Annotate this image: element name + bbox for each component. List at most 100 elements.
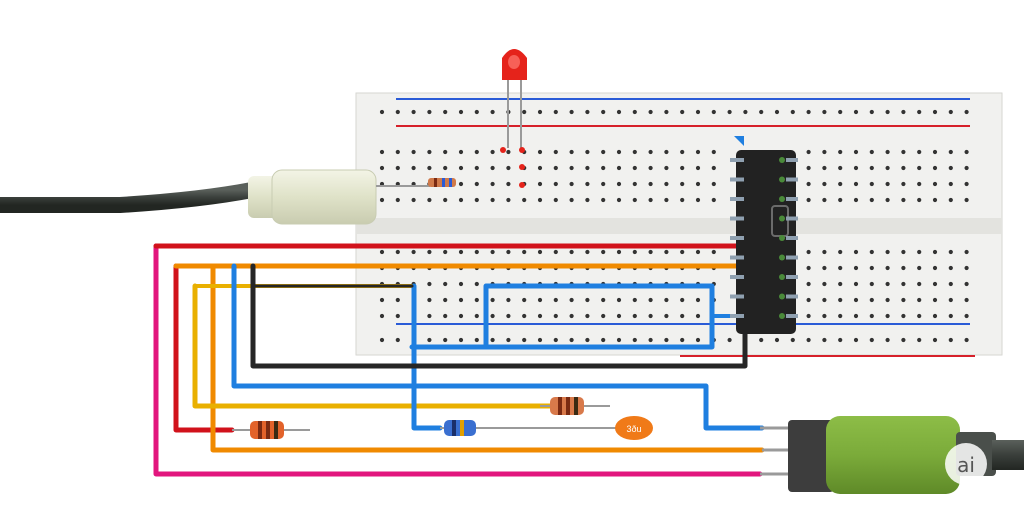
- breadboard-hole: [395, 249, 400, 255]
- breadboard-hole: [506, 181, 511, 187]
- breadboard-hole: [664, 181, 669, 187]
- breadboard-hole: [759, 109, 764, 115]
- breadboard-hole: [616, 197, 622, 203]
- breadboard-hole: [948, 313, 953, 319]
- breadboard-hole: [948, 165, 953, 171]
- breadboard-hole: [648, 149, 653, 155]
- breadboard-hole: [869, 165, 874, 171]
- breadboard-hole: [869, 337, 874, 343]
- breadboard-hole: [948, 181, 953, 187]
- breadboard-hole: [427, 313, 432, 319]
- capacitor-body: [615, 416, 653, 440]
- breadboard-hole: [695, 313, 701, 319]
- breadboard-hole: [901, 313, 906, 319]
- breadboard-hole: [569, 297, 574, 303]
- led-pin-dot: [519, 182, 525, 188]
- breadboard-hole: [806, 197, 811, 203]
- breadboard-hole: [695, 249, 701, 255]
- breadboard-hole: [632, 181, 637, 187]
- breadboard-hole: [711, 149, 716, 155]
- breadboard-hole: [537, 249, 543, 255]
- breadboard-hole: [695, 197, 701, 203]
- breadboard-hole: [632, 109, 637, 115]
- breadboard-hole: [616, 297, 622, 303]
- breadboard-hole: [869, 297, 874, 303]
- breadboard-hole: [395, 197, 400, 203]
- breadboard-hole: [474, 149, 479, 155]
- breadboard-hole: [964, 181, 969, 187]
- breadboard-hole: [822, 297, 827, 303]
- breadboard-hole: [585, 313, 590, 319]
- breadboard-hole: [917, 337, 922, 343]
- breadboard-hole: [664, 313, 669, 319]
- breadboard-hole: [901, 265, 906, 271]
- breadboard-hole: [443, 165, 448, 171]
- breadboard-hole: [901, 149, 906, 155]
- breadboard-hole: [917, 313, 922, 319]
- breadboard-hole: [427, 281, 432, 287]
- breadboard-hole: [885, 197, 890, 203]
- breadboard-hole: [553, 181, 558, 187]
- breadboard-hole: [601, 249, 606, 255]
- breadboard-hole: [474, 337, 479, 343]
- breadboard-hole: [901, 197, 906, 203]
- breadboard-hole: [664, 165, 669, 171]
- breadboard-hole: [632, 337, 637, 343]
- breadboard-hole: [506, 197, 511, 203]
- breadboard-hole: [537, 197, 543, 203]
- breadboard-hole: [616, 149, 622, 155]
- breadboard-hole: [458, 197, 464, 203]
- breadboard-hole: [379, 109, 385, 115]
- breadboard-hole: [569, 109, 574, 115]
- breadboard-hole: [490, 297, 495, 303]
- breadboard-hole: [395, 297, 400, 303]
- wires: [153, 243, 765, 477]
- breadboard-hole: [522, 297, 527, 303]
- breadboard-hole: [632, 149, 637, 155]
- breadboard-hole: [885, 281, 890, 287]
- breadboard-hole: [569, 181, 574, 187]
- breadboard-hole: [632, 249, 637, 255]
- wire-blue-left: [411, 283, 443, 431]
- breadboard-hole: [711, 197, 716, 203]
- breadboard-hole: [427, 337, 432, 343]
- breadboard-hole: [838, 313, 843, 319]
- ic-body: [736, 150, 796, 334]
- breadboard-hole: [806, 109, 811, 115]
- breadboard-hole: [474, 281, 479, 287]
- breadboard-hole: [458, 149, 464, 155]
- breadboard-hole: [585, 337, 590, 343]
- breadboard-hole: [506, 149, 511, 155]
- wire-black: [250, 263, 748, 369]
- breadboard-hole: [506, 165, 511, 171]
- breadboard-hole: [885, 149, 890, 155]
- badge-text: ai: [957, 453, 975, 477]
- breadboard-hole: [522, 109, 527, 115]
- breadboard-hole: [569, 249, 574, 255]
- breadboard-hole: [838, 265, 843, 271]
- breadboard-hole: [869, 249, 874, 255]
- breadboard-hole: [395, 165, 400, 171]
- breadboard-hole: [490, 249, 495, 255]
- breadboard-hole: [553, 149, 558, 155]
- breadboard-hole: [822, 165, 827, 171]
- breadboard-hole: [553, 297, 558, 303]
- breadboard-hole: [616, 249, 622, 255]
- breadboard-hole: [727, 109, 732, 115]
- breadboard-hole: [553, 165, 558, 171]
- breadboard-hole: [917, 197, 922, 203]
- breadboard-hole: [885, 165, 890, 171]
- ic-pin-dot: [779, 215, 785, 222]
- breadboard-hole: [648, 109, 653, 115]
- ic-pin-dot: [779, 235, 785, 241]
- breadboard-hole: [853, 149, 859, 155]
- breadboard-hole: [601, 197, 606, 203]
- breadboard-hole: [474, 313, 479, 319]
- breadboard-hole: [632, 313, 637, 319]
- breadboard-hole: [932, 297, 938, 303]
- breadboard-hole: [711, 249, 716, 255]
- breadboard-hole: [869, 313, 874, 319]
- breadboard-hole: [664, 249, 669, 255]
- breadboard-hole: [885, 249, 890, 255]
- breadboard-hole: [917, 265, 922, 271]
